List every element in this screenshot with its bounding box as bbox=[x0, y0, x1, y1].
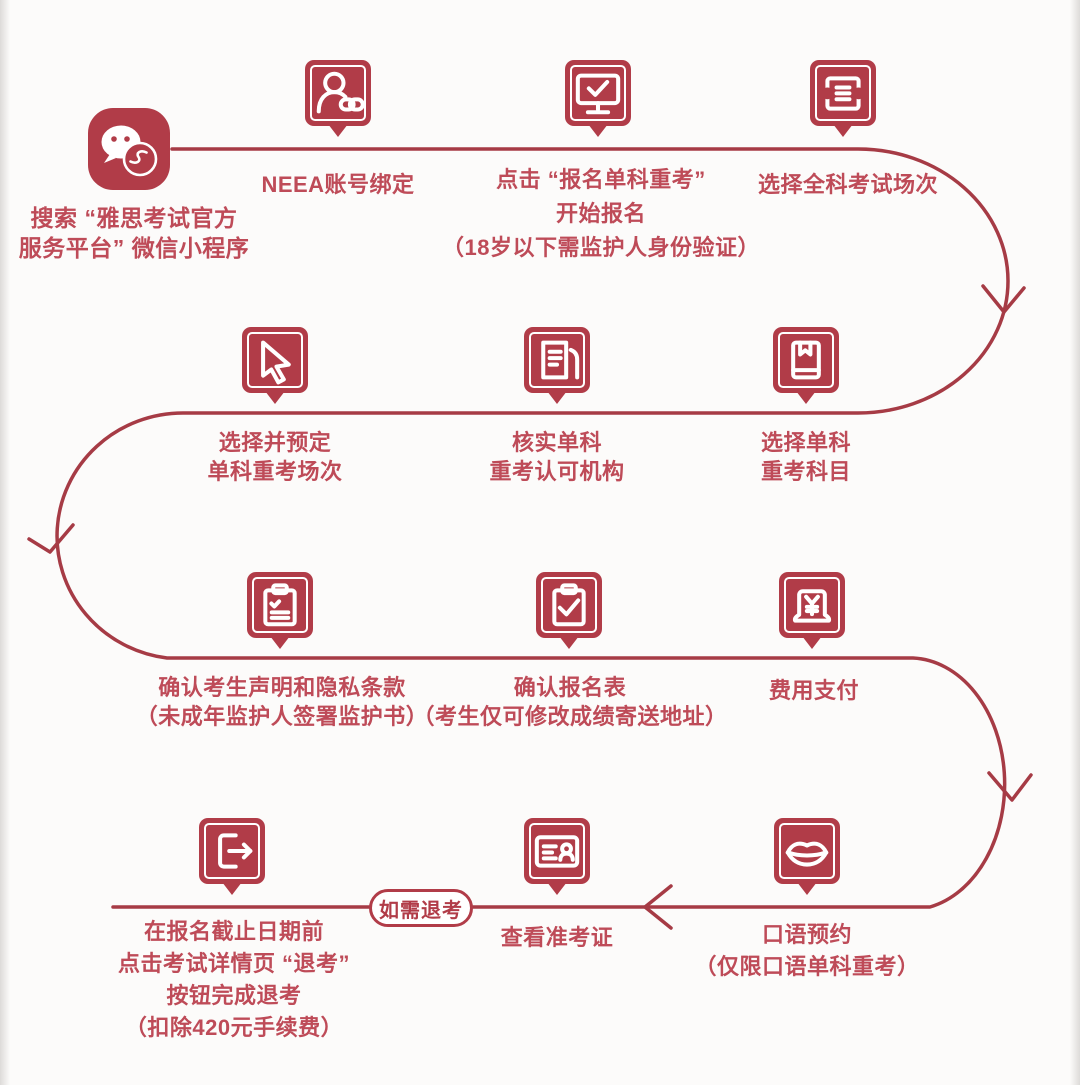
clipboard-check-icon bbox=[552, 583, 586, 627]
step-neea-binding-label: NEEA账号绑定 bbox=[261, 172, 415, 197]
step-admission-ticket bbox=[524, 818, 590, 884]
lips-icon bbox=[785, 841, 829, 867]
step-full-test-session bbox=[810, 60, 876, 126]
step-withdraw bbox=[199, 818, 265, 884]
payment-icon bbox=[792, 589, 832, 623]
clipboard-list-icon bbox=[263, 583, 297, 627]
step-payment-label: 费用支付 bbox=[768, 678, 860, 703]
step-verify-institution-label: 核实单科重考认可机构 bbox=[489, 430, 625, 484]
step-candidate-statement-label: 确认考生声明和隐私条款（未成年监护人签署监护书） bbox=[135, 675, 429, 729]
step-start-registration-label: 点击 “报名单科重考”开始报名（18岁以下需监护人身份验证） bbox=[442, 167, 760, 260]
withdraw-badge: 如需退考 bbox=[369, 889, 473, 927]
step-retake-subject-label: 选择单科重考科目 bbox=[760, 430, 852, 484]
step-candidate-statement bbox=[247, 572, 313, 638]
step-neea-binding bbox=[305, 60, 371, 126]
step-speaking-booking bbox=[774, 818, 840, 884]
arrow-down-right-2 bbox=[987, 771, 1033, 802]
start-label: 搜索 “雅思考试官方服务平台” 微信小程序 bbox=[18, 205, 250, 261]
arrow-down-left bbox=[27, 523, 75, 554]
step-start-registration bbox=[565, 60, 631, 126]
book-icon bbox=[791, 340, 821, 380]
id-card-icon bbox=[534, 835, 580, 868]
exit-icon bbox=[218, 833, 253, 869]
step-withdraw-label: 在报名截止日期前点击考试详情页 “退考”按钮完成退考（扣除420元手续费） bbox=[117, 919, 351, 1040]
monitor-check-icon bbox=[575, 73, 621, 115]
step-payment bbox=[779, 572, 845, 638]
step-speaking-booking-label: 口语预约（仅限口语单科重考） bbox=[694, 922, 920, 979]
arrow-down-right-1 bbox=[981, 284, 1026, 314]
institution-icon bbox=[541, 340, 580, 380]
wechat-miniprogram-icon bbox=[88, 108, 170, 190]
ticket-icon bbox=[821, 76, 865, 111]
user-link-icon bbox=[316, 71, 365, 114]
step-confirm-form bbox=[536, 572, 602, 638]
withdraw-badge-label: 如需退考 bbox=[379, 899, 463, 922]
step-full-test-session-label: 选择全科考试场次 bbox=[757, 172, 939, 197]
cursor-icon bbox=[261, 340, 291, 385]
step-book-retake-session bbox=[242, 327, 308, 393]
step-book-retake-session-label: 选择并预定单科重考场次 bbox=[207, 430, 343, 484]
arrow-left bbox=[643, 884, 673, 930]
step-confirm-form-label: 确认报名表（考生仅可修改成绩寄送地址） bbox=[412, 675, 728, 729]
step-retake-subject bbox=[773, 327, 839, 393]
step-admission-ticket-label: 查看准考证 bbox=[500, 925, 614, 950]
step-verify-institution bbox=[524, 327, 590, 393]
